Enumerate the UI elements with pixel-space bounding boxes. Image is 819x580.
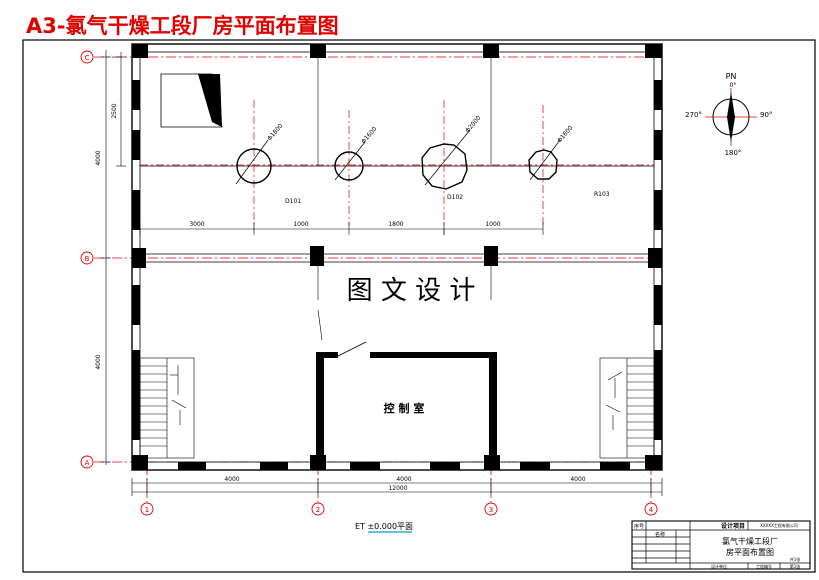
axis-bubble-4: 4 bbox=[649, 506, 654, 514]
dim-mid-a: 3000 bbox=[189, 221, 204, 228]
equip-tag-1: D101 bbox=[285, 198, 301, 205]
title-block-title2: 房平面布置图 bbox=[726, 547, 774, 557]
title-block-small3: 工程编号 bbox=[756, 563, 772, 569]
title-block bbox=[631, 520, 811, 570]
dim-bottom-3: 4000 bbox=[570, 476, 585, 483]
axis-bubble-1: 1 bbox=[145, 506, 149, 514]
axis-bubble-C: C bbox=[85, 54, 90, 62]
title-block-small4: 第1张 bbox=[790, 563, 801, 569]
sheet-title: A3-氯气干燥工段厂房平面布置图 bbox=[26, 14, 339, 38]
stair-right bbox=[599, 357, 655, 459]
title-block-small2: 设计单位 bbox=[711, 563, 727, 569]
vessel-4 bbox=[528, 149, 558, 180]
axis-bubble-circles bbox=[80, 50, 658, 516]
drawing-frame bbox=[22, 39, 816, 573]
tank-fill bbox=[198, 74, 222, 127]
title-block-project: 设计项目 bbox=[721, 522, 745, 530]
compass-north: PN bbox=[726, 72, 737, 81]
dim-bottom-2: 4000 bbox=[396, 476, 411, 483]
elevation-label: ET ±0.000平面 bbox=[355, 522, 413, 531]
dim-left-upper: 4000 bbox=[95, 150, 102, 165]
vessel-2 bbox=[334, 151, 364, 181]
vessel-tag-3: Φ2000 bbox=[464, 114, 482, 134]
vessel-tag-2: Φ1600 bbox=[360, 125, 378, 145]
dim-mid-d: 1000 bbox=[485, 221, 500, 228]
axis-bubble-A: A bbox=[85, 459, 90, 467]
bottom-dimension-chain bbox=[131, 478, 663, 496]
title-block-col1: 序号 bbox=[634, 523, 644, 530]
axis-bubble-2: 2 bbox=[316, 506, 320, 514]
compass-east: 90° bbox=[760, 111, 772, 119]
equip-tag-2: D102 bbox=[447, 194, 463, 201]
vessel-tag-1: Φ1800 bbox=[266, 122, 284, 142]
compass-west: 270° bbox=[685, 111, 702, 119]
axis-bubble-3: 3 bbox=[489, 506, 493, 514]
title-block-small1: XXXXX工程有限公司 bbox=[760, 522, 798, 528]
vessel-1 bbox=[236, 148, 272, 184]
title-block-col2: 名称 bbox=[655, 531, 665, 538]
watermark-text: 图 文 设 计 bbox=[347, 276, 476, 306]
structural-columns bbox=[132, 44, 662, 470]
vessel-3 bbox=[421, 143, 468, 190]
control-room-door bbox=[337, 341, 367, 357]
left-dimension-chain bbox=[101, 50, 126, 465]
vessel-centerlines bbox=[140, 100, 654, 235]
vessels bbox=[236, 143, 558, 190]
internal-dimension-line bbox=[139, 222, 544, 235]
dim-bottom-total: 12000 bbox=[388, 485, 407, 492]
dim-mid-c: 1800 bbox=[388, 221, 403, 228]
compass-symbol bbox=[705, 88, 757, 146]
equip-tag-3: R103 bbox=[594, 191, 610, 198]
dim-bottom-1: 4000 bbox=[224, 476, 239, 483]
axis-bubble-B: B bbox=[85, 255, 90, 263]
control-room-label: 控 制 室 bbox=[384, 401, 425, 415]
dim-mid-b: 1000 bbox=[293, 221, 308, 228]
dim-left-lower: 4000 bbox=[95, 354, 102, 369]
title-block-small5: 共1张 bbox=[790, 556, 801, 562]
compass-zero: 0° bbox=[730, 82, 737, 89]
vessel-leaders bbox=[235, 129, 561, 186]
title-block-title1: 氯气干燥工段厂 bbox=[722, 536, 778, 546]
compass-south: 180° bbox=[725, 149, 742, 157]
vessel-tag-4: Φ1600 bbox=[556, 124, 574, 144]
control-room-walls bbox=[316, 352, 497, 462]
dim-left-inner: 2500 bbox=[111, 103, 118, 118]
stair-left bbox=[139, 357, 195, 459]
